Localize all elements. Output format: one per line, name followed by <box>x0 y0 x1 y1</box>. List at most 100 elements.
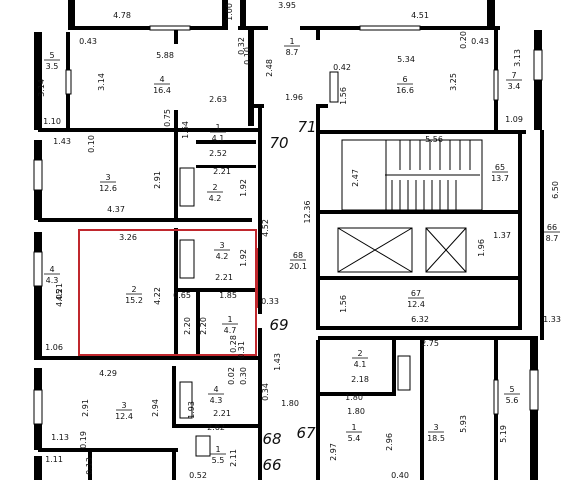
room-number: 3 <box>219 241 224 250</box>
dimension-label: 3.14 <box>37 79 46 97</box>
dimension-label: 3.95 <box>278 1 296 10</box>
dimension-label: 1.56 <box>339 295 348 313</box>
dimension-label: 1.80 <box>347 407 365 416</box>
dimension-label: 2.97 <box>329 443 338 461</box>
dimension-label: 4.37 <box>107 205 125 214</box>
dimension-label: 0.43 <box>79 37 97 46</box>
dimension-label: 2.91 <box>81 399 90 417</box>
dimension-label: 4.51 <box>411 11 429 20</box>
dimension-label: 1.13 <box>51 433 69 442</box>
dimension-label: 5.34 <box>397 55 415 64</box>
room-area: 18.5 <box>427 434 445 443</box>
dimension-label: 3.13 <box>513 49 522 67</box>
dimension-label: 5.88 <box>156 51 174 60</box>
dimension-label: 1.43 <box>273 353 282 371</box>
dimension-label: 0.13 <box>85 457 94 475</box>
room-number: 2 <box>131 285 136 294</box>
dimension-label: 1.80 <box>345 393 363 402</box>
dimension-label: 0.52 <box>189 471 207 480</box>
dimension-label: 1.09 <box>505 115 523 124</box>
room-area: 4.1 <box>354 360 367 369</box>
room-area: 4.2 <box>216 252 229 261</box>
room-area: 4.3 <box>46 276 59 285</box>
dimension-label: 3.14 <box>97 73 106 91</box>
dimension-label: 1.11 <box>45 455 63 464</box>
apartment-number: 71 <box>297 118 316 136</box>
room-number: 67 <box>411 289 421 298</box>
dimension-label: 0.42 <box>333 63 351 72</box>
dimension-label: 0.34 <box>261 383 270 401</box>
room-number: 1 <box>289 37 294 46</box>
dimension-label: 0.19 <box>79 431 88 449</box>
room-area: 8.7 <box>286 48 299 57</box>
dimension-label: 0.33 <box>261 297 279 306</box>
room-number: 2 <box>212 183 217 192</box>
room-number: 3 <box>121 401 126 410</box>
room-number: 65 <box>495 163 505 172</box>
windows <box>33 25 543 425</box>
dimension-label: 2.11 <box>229 449 238 467</box>
dimension-label: 2.63 <box>209 95 227 104</box>
stairwell <box>179 71 483 457</box>
room-number: 4 <box>213 385 218 394</box>
dimension-label: 5.19 <box>499 425 508 443</box>
dimension-label: 4.22 <box>153 287 162 305</box>
room-number: 66 <box>547 223 557 232</box>
dimension-label: 2.20 <box>183 317 192 335</box>
dimension-label: 1.92 <box>239 179 248 197</box>
dimension-label: 3.25 <box>449 73 458 91</box>
apartment-number: 66 <box>262 456 281 474</box>
dimension-label: 2.96 <box>385 433 394 451</box>
room-number: 3 <box>433 423 438 432</box>
dimension-label: 1.56 <box>339 87 348 105</box>
room-number: 1 <box>215 445 220 454</box>
dimension-label: 2.62 <box>207 423 225 432</box>
dimension-label: 4.05 <box>55 289 64 307</box>
dimension-label: 5.56 <box>425 135 443 144</box>
walls <box>34 0 544 480</box>
apartment-number: 70 <box>269 134 288 152</box>
dimension-label: 2.21 <box>213 409 231 418</box>
dimension-label: 2.21 <box>213 167 231 176</box>
apartment-number: 68 <box>262 430 281 448</box>
dimension-label: 1.33 <box>543 315 561 324</box>
room-number: 3 <box>105 173 110 182</box>
room-number: 68 <box>293 251 303 260</box>
room-number: 6 <box>402 75 407 84</box>
dimension-label: 1.92 <box>239 249 248 267</box>
room-number: 5 <box>509 385 514 394</box>
dimension-label: 4.29 <box>99 369 117 378</box>
room-number: 5 <box>49 51 54 60</box>
dimension-label: 6.32 <box>411 315 429 324</box>
dimension-label: 0.31 <box>237 341 246 359</box>
room-number: 1 <box>227 315 232 324</box>
dimension-label: 1.96 <box>477 239 486 257</box>
highlighted-corridor <box>256 248 258 308</box>
apartment-number: 69 <box>269 316 288 334</box>
dimension-label: 6.50 <box>551 181 560 199</box>
dimension-label: 1.80 <box>281 399 299 408</box>
dimension-label: 0.65 <box>173 291 191 300</box>
room-area: 3.5 <box>46 62 59 71</box>
room-area: 13.7 <box>491 174 509 183</box>
dimension-label: 0.10 <box>243 47 252 65</box>
dimension-label: 0.43 <box>471 37 489 46</box>
dimension-label: 1.10 <box>43 117 61 126</box>
room-area: 5.4 <box>348 434 361 443</box>
room-area: 12.6 <box>99 184 117 193</box>
dimension-label: 0.30 <box>239 367 248 385</box>
apartment-number: 67 <box>296 424 316 442</box>
dimension-label: 0.10 <box>87 135 96 153</box>
room-area: 20.1 <box>289 262 307 271</box>
dimension-label: 0.40 <box>391 471 409 480</box>
room-area: 15.2 <box>125 296 143 305</box>
dimension-label: 2.21 <box>215 273 233 282</box>
dimension-label: 2.52 <box>209 149 227 158</box>
dimension-label: 2.75 <box>421 339 439 348</box>
dimension-label: 3.26 <box>119 233 137 242</box>
dimension-label: 2.18 <box>351 375 369 384</box>
dimension-label: 1.00 <box>225 3 234 21</box>
